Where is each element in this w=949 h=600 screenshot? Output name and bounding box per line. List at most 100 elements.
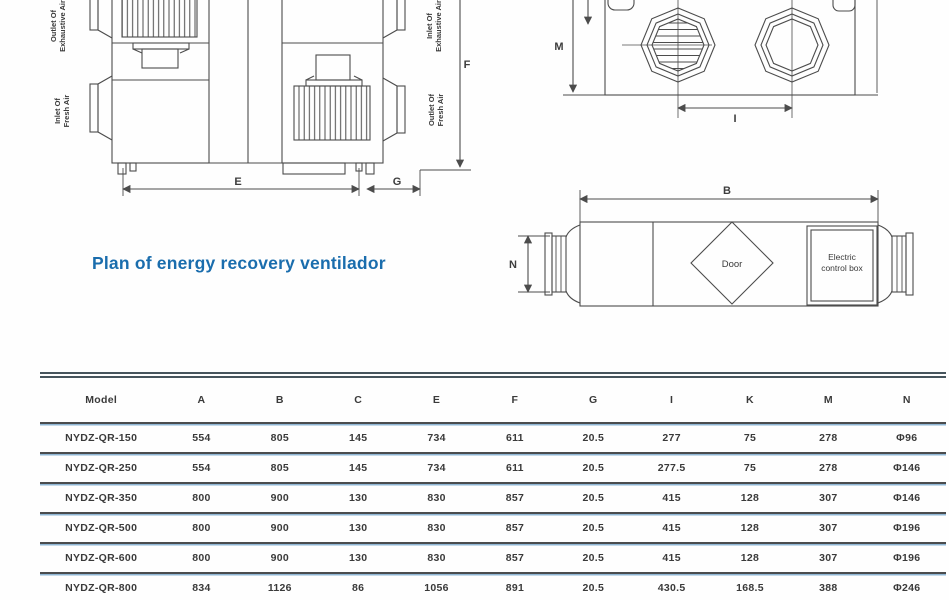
column-header: Model (85, 394, 118, 406)
value-cell: 277 (632, 422, 711, 453)
value-cell: 734 (397, 452, 476, 483)
value-cell: 86 (319, 572, 398, 600)
value-cell: 128 (710, 482, 790, 513)
value-cell: Φ196 (867, 512, 946, 543)
plain-port (754, 7, 830, 83)
model-cell: NYDZ-QR-350 (40, 482, 163, 513)
value-cell: Φ146 (867, 482, 946, 513)
value-cell: 830 (397, 512, 476, 543)
column-header: G (589, 394, 598, 406)
value-cell: 554 (162, 422, 241, 453)
value-cell: 857 (475, 542, 555, 573)
value-cell: 307 (789, 542, 868, 573)
port-label-outlet-fresh: Outlet Of Fresh Air (427, 93, 445, 126)
value-cell: 128 (710, 512, 790, 543)
end-view-labels: M I (554, 41, 736, 125)
duct-collar (396, 0, 406, 31)
duct-collar (89, 83, 99, 133)
column-header: K (746, 394, 754, 406)
plan-left-fan-grille (121, 0, 198, 38)
value-cell: 20.5 (554, 452, 633, 483)
value-cell: 278 (789, 422, 868, 453)
side-view-labels: B N Door Electric control box (509, 185, 864, 273)
value-cell: 168.5 (710, 572, 790, 600)
model-cell: NYDZ-QR-800 (40, 572, 163, 600)
value-cell: 307 (789, 482, 868, 513)
column-header: N (902, 394, 911, 406)
port-label-inlet-fresh: Inlet Of Fresh Air (53, 95, 71, 128)
value-cell: 128 (710, 542, 790, 573)
value-cell: 277.5 (632, 452, 711, 483)
value-cell: 611 (475, 452, 555, 483)
port-label-outlet-exhaust: Outlet Of Exhaustive Air (49, 0, 67, 52)
model-cell: NYDZ-QR-600 (40, 542, 163, 573)
value-cell: 388 (789, 572, 868, 600)
value-cell: 554 (162, 452, 241, 483)
control-box-label-line1: Electric (828, 252, 857, 262)
door-label: Door (722, 259, 743, 270)
value-cell: 1056 (397, 572, 476, 600)
value-cell: 900 (240, 482, 320, 513)
value-cell: Φ146 (867, 452, 946, 483)
plan-view-labels: Outlet Of Exhaustive Air Inlet Of Fresh … (49, 0, 471, 188)
foot (129, 162, 137, 172)
louvered-port (640, 7, 716, 83)
value-cell: 834 (162, 572, 241, 600)
electric-control-box (806, 225, 878, 306)
value-cell: 857 (475, 482, 555, 513)
control-box-label-line2: control box (821, 263, 863, 273)
dim-label-I: I (733, 113, 736, 125)
value-cell: 415 (632, 512, 711, 543)
model-cell: NYDZ-QR-250 (40, 452, 163, 483)
svg-text:Exhaustive Air: Exhaustive Air (434, 0, 443, 52)
value-cell: 800 (162, 482, 241, 513)
value-cell: Φ96 (867, 422, 946, 453)
duct-collar (905, 232, 914, 296)
svg-text:Fresh Air: Fresh Air (62, 95, 71, 128)
dim-label-N: N (509, 259, 517, 271)
value-cell: 20.5 (554, 422, 633, 453)
side-view-drawing (518, 190, 914, 307)
svg-text:Inlet Of: Inlet Of (53, 98, 62, 124)
column-header: E (432, 394, 441, 406)
value-cell: Φ196 (867, 542, 946, 573)
svg-text:Inlet Of: Inlet Of (425, 13, 434, 39)
value-cell: 805 (240, 452, 320, 483)
plan-left-motor (141, 48, 179, 69)
value-cell: 130 (319, 482, 398, 513)
value-cell: 75 (710, 422, 790, 453)
dim-label-F: F (464, 59, 471, 71)
value-cell: 900 (240, 542, 320, 573)
value-cell: 800 (162, 512, 241, 543)
plan-view-drawing (89, 0, 471, 196)
svg-text:Fresh Air: Fresh Air (436, 94, 445, 127)
duct-collar (396, 85, 406, 134)
column-header: A (197, 394, 206, 406)
svg-text:Exhaustive Air: Exhaustive Air (58, 0, 67, 52)
value-cell: 130 (319, 512, 398, 543)
value-cell: 1126 (240, 572, 320, 600)
column-header: F (511, 394, 519, 406)
duct-collar (89, 0, 99, 31)
port-label-inlet-exhaust: Inlet Of Exhaustive Air (425, 0, 443, 52)
value-cell: 75 (710, 452, 790, 483)
value-cell: 734 (397, 422, 476, 453)
door-diamond (690, 221, 774, 305)
dim-label-E: E (234, 176, 241, 188)
dim-label-G: G (393, 176, 402, 188)
value-cell: 20.5 (554, 512, 633, 543)
value-cell: 805 (240, 422, 320, 453)
page-title: Plan of energy recovery ventilador (92, 253, 386, 273)
svg-text:Outlet Of: Outlet Of (427, 93, 436, 126)
value-cell: 800 (162, 542, 241, 573)
